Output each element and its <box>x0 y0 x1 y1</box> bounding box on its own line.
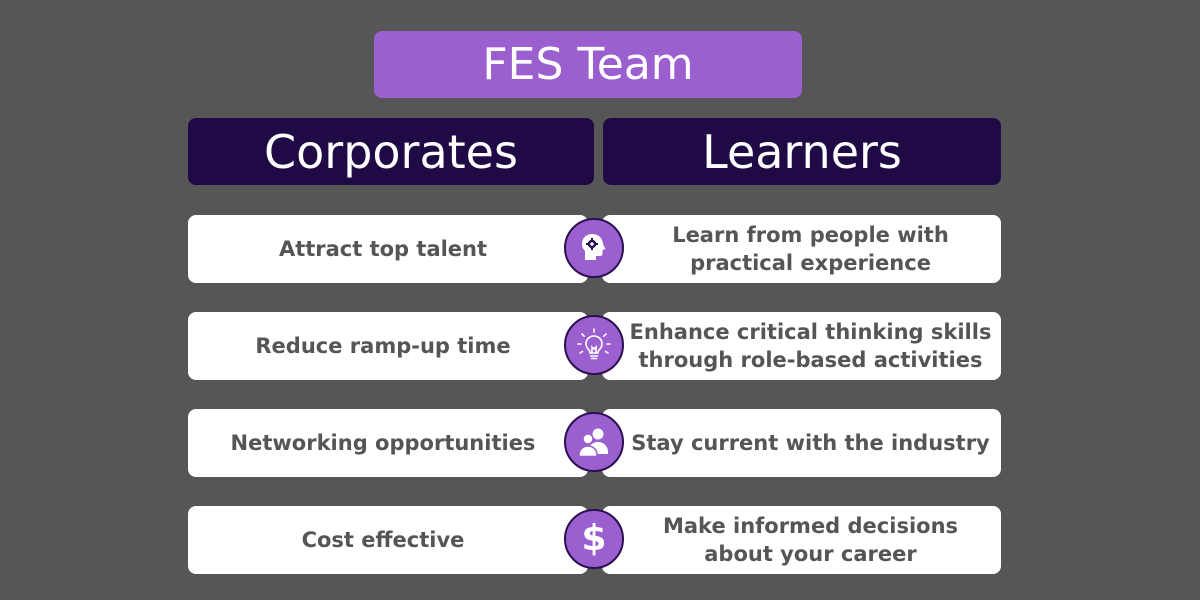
learners-cell-3-text: Stay current with the industry <box>631 431 990 455</box>
corporates-cell-1: Attract top talent <box>188 215 588 283</box>
corporates-cell-4-text: Cost effective <box>301 528 465 552</box>
lightbulb-icon <box>564 315 624 375</box>
learners-cell-3: Stay current with the industry <box>602 409 1001 477</box>
dollar-icon-glyph: $ <box>581 518 607 559</box>
learners-cell-2-text: Enhance critical thinking skills through… <box>629 320 992 372</box>
corporates-cell-2-text: Reduce ramp-up time <box>255 334 511 358</box>
learners-cell-1-text: Learn from people with practical experie… <box>672 223 949 275</box>
title-text: FES Team <box>482 39 694 90</box>
title-banner: FES Team <box>374 31 802 98</box>
column-header-corporates-label: Corporates <box>264 124 518 179</box>
corporates-cell-3: Networking opportunities <box>188 409 588 477</box>
dollar-icon: $ <box>564 509 624 569</box>
corporates-cell-3-text: Networking opportunities <box>230 431 536 455</box>
column-header-learners-label: Learners <box>702 124 902 179</box>
corporates-cell-2: Reduce ramp-up time <box>188 312 588 380</box>
learners-cell-2: Enhance critical thinking skills through… <box>602 312 1001 380</box>
learners-cell-1: Learn from people with practical experie… <box>602 215 1001 283</box>
corporates-cell-1-text: Attract top talent <box>278 237 488 261</box>
learners-cell-4: Make informed decisions about your caree… <box>602 506 1001 574</box>
people-icon <box>564 412 624 472</box>
head-gear-icon <box>564 218 624 278</box>
corporates-cell-4: Cost effective <box>188 506 588 574</box>
column-header-learners: Learners <box>603 118 1001 185</box>
learners-cell-4-text: Make informed decisions about your caree… <box>662 514 959 566</box>
column-header-corporates: Corporates <box>188 118 594 185</box>
